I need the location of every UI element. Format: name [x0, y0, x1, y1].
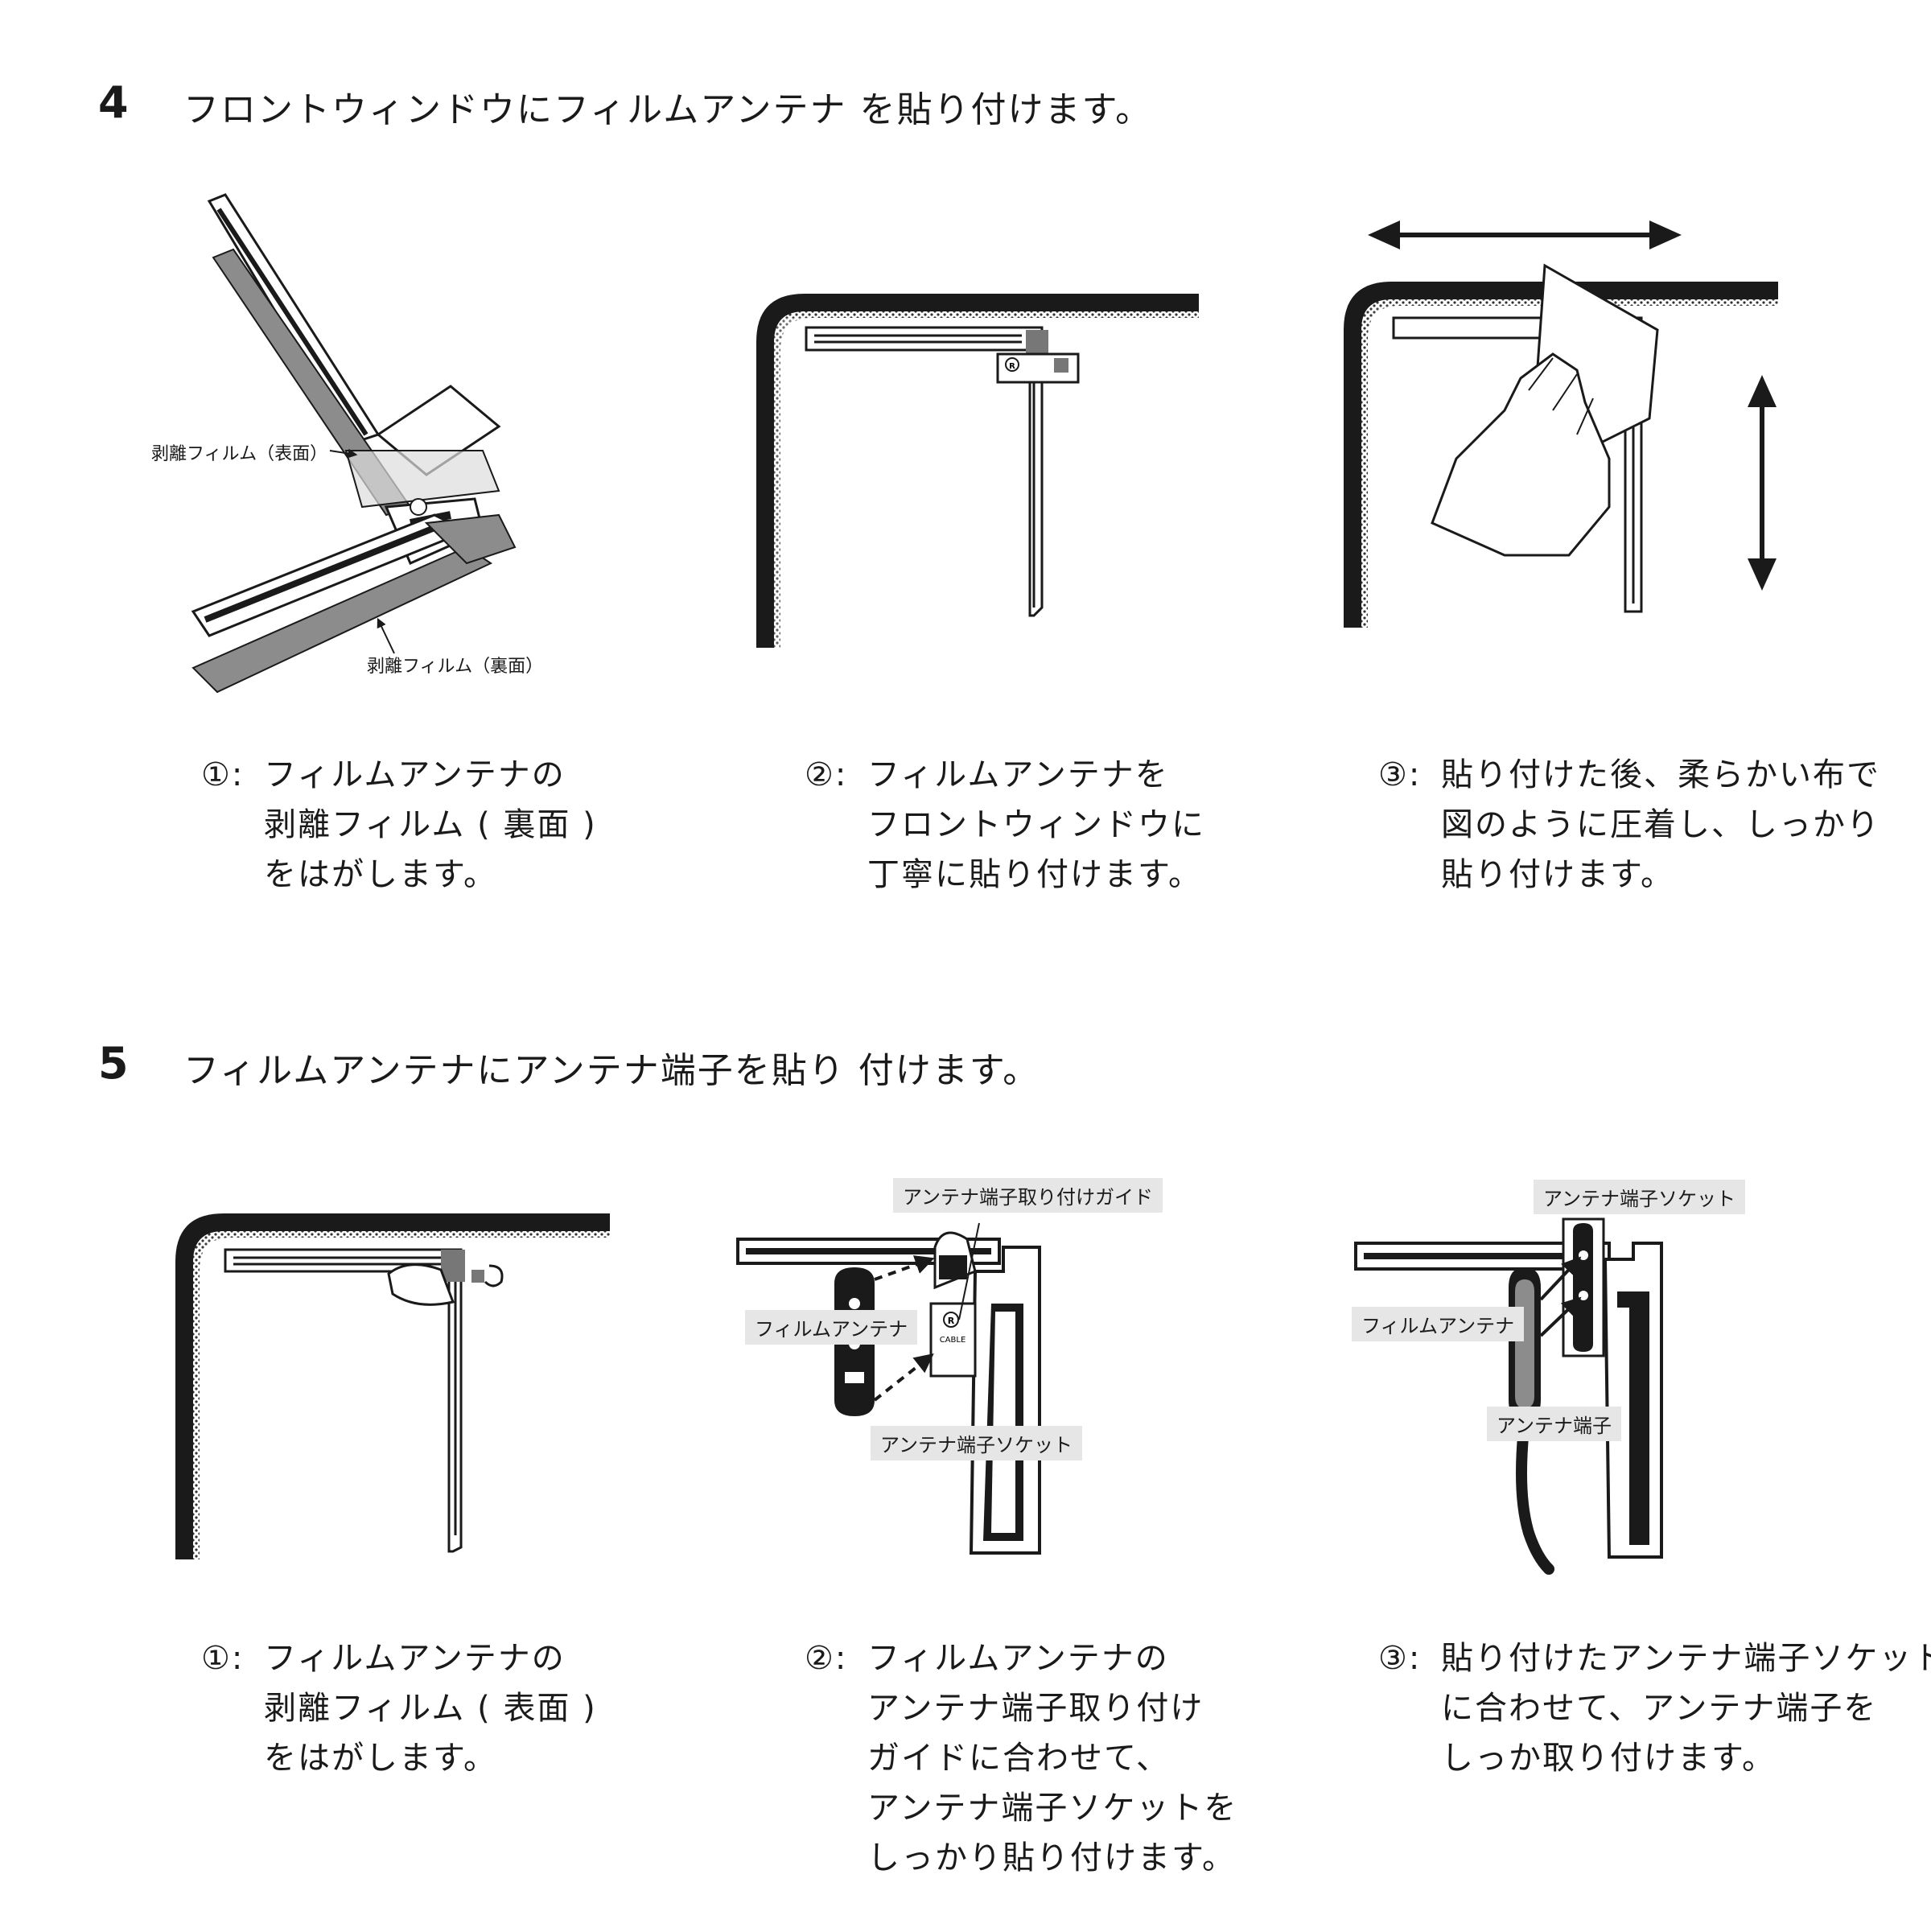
caption-line: 剥離フィルム ( 表面 ) [201, 1683, 597, 1733]
caption-line: をはがします。 [201, 1733, 597, 1783]
caption-line: に合わせて、アンテナ端子を [1378, 1683, 1931, 1733]
socket-tag: アンテナ端子ソケット [871, 1426, 1082, 1460]
back-release-film-label: 剥離フィルム（裏面） [367, 652, 543, 678]
caption-line: フィルムアンテナを [805, 750, 1205, 800]
step-5-title: フィルムアンテナにアンテナ端子を貼り 付けます。 [183, 1041, 1040, 1093]
caption-line: 剥離フィルム ( 裏面 ) [201, 800, 597, 850]
antenna-terminal-guide: R CABLE [931, 1233, 975, 1376]
film-antenna-tag: フィルムアンテナ [745, 1310, 917, 1345]
connector-cable-text: CABLE [940, 1336, 966, 1345]
socket-tag: アンテナ端子ソケット [1534, 1180, 1745, 1214]
antenna-film [738, 1239, 1040, 1553]
caption-line: フィルムアンテナの [201, 1633, 597, 1683]
caption-line: フィルムアンテナの [201, 750, 597, 800]
figure-4-3-pressing-with-cloth [1344, 217, 1794, 636]
antenna-terminal-socket [1563, 1219, 1604, 1356]
caption-line: フロントウィンドウに [805, 800, 1205, 850]
step-5-caption-1: ①: フィルムアンテナの 剥離フィルム ( 表面 ) をはがします。 [201, 1633, 597, 1783]
step-4-caption-3: ③: 貼り付けた後、柔らかい布で 図のように圧着し、しっかり 貼り付けます。 [1378, 750, 1880, 900]
caption-marker: ①: [201, 1633, 244, 1683]
guide-tag: アンテナ端子取り付けガイド [893, 1178, 1163, 1213]
terminal-tag: アンテナ端子 [1487, 1407, 1621, 1441]
horizontal-double-arrow-icon [1368, 220, 1682, 249]
step-5-number: 5 [98, 1038, 129, 1089]
figure-5-1-peeling-front-film [175, 1213, 610, 1559]
caption-line: 貼り付けます。 [1378, 850, 1880, 900]
figure-5-2-attach-socket: R CABLE [734, 1223, 1168, 1569]
step-4-title: フロントウィンドウにフィルムアンテナ を貼り付けます。 [183, 80, 1152, 132]
front-release-film-label: 剥離フィルム（表面） [151, 439, 327, 465]
figure-5-3-mount-terminal [1352, 1211, 1778, 1581]
caption-line: フィルムアンテナの [805, 1633, 1237, 1683]
step-4-caption-2: ②: フィルムアンテナを フロントウィンドウに 丁寧に貼り付けます。 [805, 750, 1205, 900]
caption-line: しっか取り付けます。 [1378, 1733, 1931, 1783]
caption-line: 貼り付けた後、柔らかい布で [1378, 750, 1880, 800]
caption-line: 貼り付けたアンテナ端子ソケット [1378, 1633, 1931, 1683]
figure-4-2-attached-antenna: R [756, 294, 1199, 648]
caption-marker: ③: [1378, 1633, 1421, 1683]
vertical-double-arrow-icon [1748, 375, 1777, 591]
connector-mark-icon: R [948, 1316, 955, 1326]
step-5-caption-2: ②: フィルムアンテナの アンテナ端子取り付け ガイドに合わせて、 アンテナ端子… [805, 1633, 1237, 1883]
caption-line: アンテナ端子取り付け [805, 1683, 1237, 1733]
step-5-caption-3: ③: 貼り付けたアンテナ端子ソケット に合わせて、アンテナ端子を しっか取り付け… [1378, 1633, 1931, 1783]
film-antenna-tag: フィルムアンテナ [1352, 1307, 1524, 1341]
caption-marker: ②: [805, 1633, 847, 1683]
caption-line: 図のように圧着し、しっかり [1378, 800, 1880, 850]
caption-marker: ②: [805, 750, 847, 800]
caption-line: ガイドに合わせて、 [805, 1733, 1237, 1783]
caption-marker: ①: [201, 750, 244, 800]
step-4-caption-1: ①: フィルムアンテナの 剥離フィルム ( 裏面 ) をはがします。 [201, 750, 597, 900]
step-4-number: 4 [98, 77, 129, 128]
caption-line: をはがします。 [201, 850, 597, 900]
caption-line: 丁寧に貼り付けます。 [805, 850, 1205, 900]
connector-mark-icon: R [1009, 362, 1015, 371]
caption-marker: ③: [1378, 750, 1421, 800]
cloth-and-hand-icon [1432, 266, 1657, 555]
caption-line: アンテナ端子ソケットを [805, 1783, 1237, 1833]
caption-line: しっかり貼り付けます。 [805, 1833, 1237, 1883]
